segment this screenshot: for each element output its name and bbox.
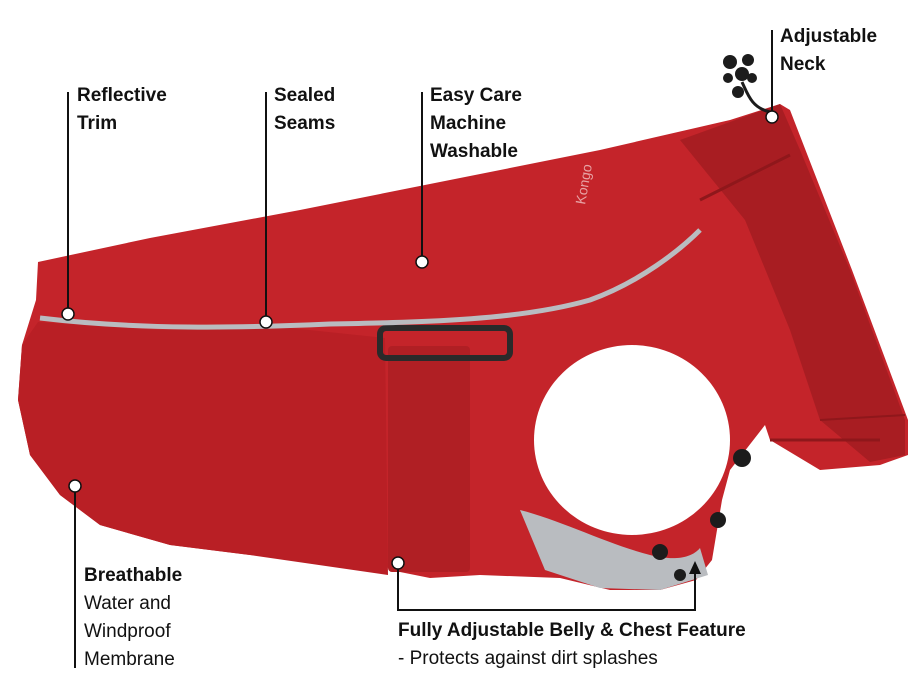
callout-title: Seams [274, 113, 336, 134]
callout-title: Machine [430, 113, 507, 134]
snap-button [710, 512, 726, 528]
strap-buckle [377, 325, 513, 361]
snap-button [674, 569, 686, 581]
coat-lower-flap [18, 322, 388, 575]
snap-button [733, 449, 751, 467]
callout-text: Membrane [84, 649, 175, 670]
chest-strap [388, 346, 470, 572]
arrow-up-icon [689, 561, 701, 574]
callout-lines [67, 30, 773, 668]
snap-button [652, 544, 668, 560]
leg-opening [534, 345, 730, 535]
callout-title: Easy Care [430, 85, 522, 106]
callout-breathable: Breathable Water and Windproof Membrane [84, 562, 182, 674]
callout-text: Water and [84, 593, 171, 614]
callout-title: Sealed [274, 85, 336, 106]
belly-lining [520, 510, 708, 590]
callout-title: Neck [780, 54, 826, 75]
callout-adjustable-neck: Adjustable Neck [780, 23, 877, 79]
callout-title: Trim [77, 113, 118, 134]
callout-easy-care: Easy Care Machine Washable [430, 82, 522, 166]
callout-title: Breathable [84, 565, 183, 586]
callout-dots [61, 110, 779, 570]
cord-toggle-icon [723, 54, 757, 98]
callout-sealed-seams: Sealed Seams [274, 82, 335, 138]
brand-text: Kongo [572, 163, 595, 206]
callout-title: Fully Adjustable Belly & Chest Feature [398, 620, 746, 641]
coat-neck-collar [680, 104, 905, 462]
neck-cord [740, 81, 771, 114]
callout-title: Reflective [77, 85, 167, 106]
callout-title: Adjustable [780, 26, 878, 47]
callout-title: Washable [430, 141, 518, 162]
callout-belly-chest: Fully Adjustable Belly & Chest Feature -… [398, 617, 746, 673]
callout-reflective-trim: Reflective Trim [77, 82, 167, 138]
callout-text: - Protects against dirt splashes [398, 648, 658, 669]
callout-text: Windproof [84, 621, 171, 642]
reflective-trim-line [39, 228, 702, 330]
